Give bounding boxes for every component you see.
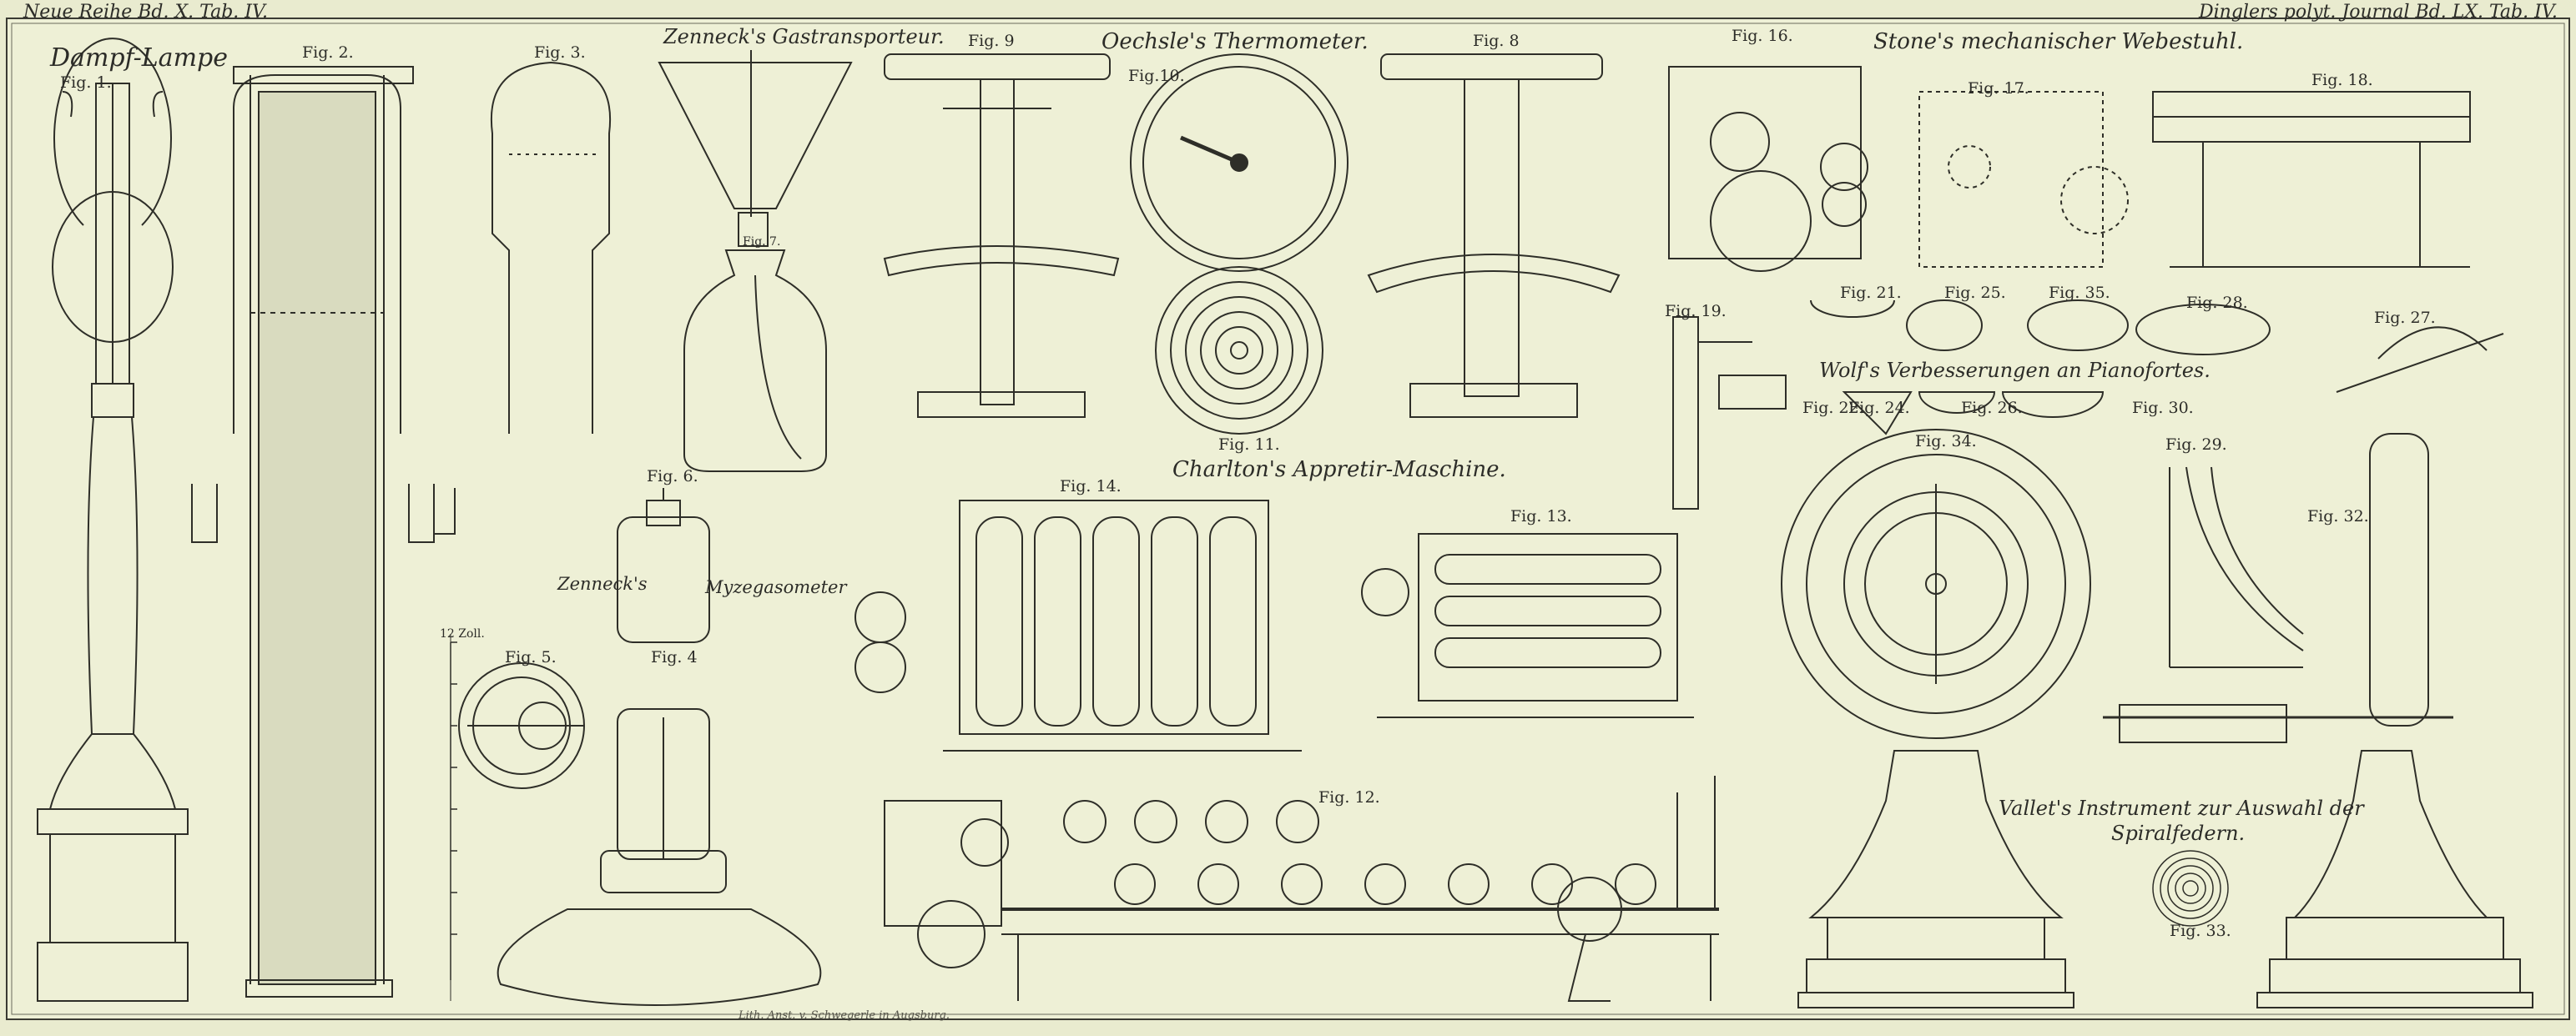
fig11-label: Fig. 11. [1218,435,1280,454]
header-right: Dinglers polyt. Journal Bd. LX. Tab. IV. [2199,2,2558,23]
fig21-label: Fig. 21. [1840,284,1902,302]
fig8-stand-drawing [1367,53,1621,418]
fig28-label: Fig. 28. [2186,294,2248,312]
fig17-label: Fig. 17. [1968,79,2029,98]
fig12-machine-drawing [884,776,1719,1002]
fig1-lamp-drawing [37,38,189,1002]
fig26-label: Fig. 26. [1961,399,2023,417]
title-oechsle-thermometer: Oechsle's Thermometer. [1101,29,1369,54]
title-charlton-maschine: Charlton's Appretir-Maschine. [1172,457,1506,482]
fig32-instrument-drawing [2103,433,2533,1008]
fig10-dial-drawing [1130,53,1348,272]
fig25-label: Fig. 25. [1944,284,2006,302]
fig5-label: Fig. 5. [505,648,557,666]
scale-label: 12 Zoll. [440,627,485,641]
fig17-drawing [1918,91,2129,268]
fig14-label: Fig. 14. [1060,477,1122,495]
title-zenneck-1: Zenneck's [557,574,648,594]
fig33-label: Fig. 33. [2170,922,2231,940]
fig6-myzegasometer-drawing [497,488,822,1006]
fig3-label: Fig. 3. [534,43,586,62]
fig13-label: Fig. 13. [1510,507,1572,526]
fig30-label: Fig. 30. [2132,399,2194,417]
gastransporteur-drawing [658,50,853,472]
fig6-label: Fig. 6. [647,467,698,485]
piano-figs-drawing [1672,299,2504,510]
title-vallet-2: Spiralfedern. [2111,822,2246,845]
fig35-label: Fig. 35. [2049,284,2110,302]
fig29-label: Fig. 29. [2165,435,2227,454]
fig9-stand-drawing [883,53,1120,418]
fig34-dial-instrument-drawing [1781,429,2091,1008]
title-myzegasometer: Myzegasometer [705,577,847,597]
fig13-machine-drawing [1361,533,1694,718]
fig9-label: Fig. 9 [968,32,1015,50]
fig7-label: Fig. 7. [743,235,781,249]
title-gastransporteur: Zenneck's Gastransporteur. [663,25,945,48]
fig32-label: Fig. 32. [2307,507,2369,526]
fig18-label: Fig. 18. [2311,71,2373,89]
fig5-ring-drawing [458,662,585,789]
title-dampf-lampe: Dampf-Lampe [50,43,228,73]
fig14-rollers-drawing [854,500,1302,752]
fig19-label: Fig. 19. [1665,302,1727,320]
fig34-label: Fig. 34. [1915,432,1977,450]
fig8-label: Fig. 8 [1473,32,1520,50]
fig2-label: Fig. 2. [302,43,354,62]
fig22-label: Fig. 22. [1802,399,1864,417]
fig10-label: Fig.10. [1128,67,1185,85]
fig29-curve-drawing [2169,466,2304,668]
fig16-loom-drawing [1668,66,1868,272]
imprint-label: Lith. Anst. v. Schwegerle in Augsburg. [739,1009,950,1022]
scale-ruler-drawing [450,641,457,980]
fig33-spiral-drawing [2152,850,2229,927]
title-wolf-pianofortes: Wolf's Verbesserungen an Pianofortes. [1819,359,2211,382]
fig18-drawing [2152,91,2471,268]
fig24-label: Fig. 24. [1848,399,1910,417]
fig12-label: Fig. 12. [1318,788,1380,807]
fig27-label: Fig. 27. [2374,309,2436,327]
header-left: Neue Reihe Bd. X. Tab. IV. [23,2,269,23]
title-vallet-1: Vallet's Instrument zur Auswahl der [1999,797,2364,820]
fig1-label: Fig. 1. [60,73,112,92]
fig2-column-drawing [191,66,435,998]
title-stone-webstuhl: Stone's mechanischer Webestuhl. [1873,29,2244,54]
fig11-spiral-drawing [1155,266,1323,435]
fig16-label: Fig. 16. [1732,27,1793,45]
fig4-label: Fig. 4 [651,648,698,666]
